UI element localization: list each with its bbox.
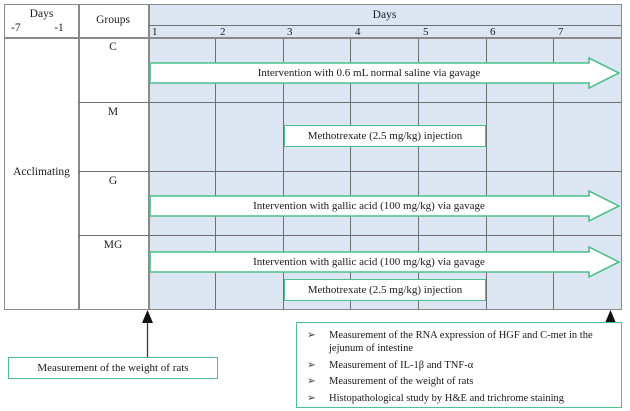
list-item: ➢ Measurement of IL-1β and TNF-α [303, 359, 613, 372]
weight-measurement-box[interactable]: Measurement of the weight of rats [8, 357, 218, 379]
endpoint-item-text: Measurement of IL-1β and TNF-α [329, 359, 474, 371]
endpoint-item-text: Histopathological study by H&E and trich… [329, 392, 565, 404]
days-right-text: Days [372, 8, 397, 21]
day-number-3: 3 [287, 26, 293, 38]
group-label-mg: MG [78, 236, 148, 260]
bar-m-methotrexate-box[interactable]: Methotrexate (2.5 mg/kg) injection [284, 125, 486, 147]
header-days-left-start: -7 [11, 22, 39, 36]
arrow-shape-icon [149, 246, 620, 278]
list-item: ➢ Histopathological study by H&E and tri… [303, 392, 613, 405]
group-m-text: M [107, 106, 119, 118]
bar-g-gallic-arrow[interactable]: Intervention with gallic acid (100 mg/kg… [149, 190, 620, 222]
row-divider-g-mg [78, 235, 621, 236]
endpoint-measurements-box[interactable]: ➢ Measurement of the RNA expression of H… [296, 322, 622, 408]
day-gridline-2 [283, 37, 284, 309]
header-days-right-label: Days [148, 6, 621, 25]
day-end-value: -1 [54, 22, 64, 35]
list-item: ➢ Measurement of the weight of rats [303, 375, 613, 388]
bar-mg-methotrexate-box[interactable]: Methotrexate (2.5 mg/kg) injection [284, 279, 486, 301]
arrow-bullet-icon: ➢ [307, 392, 316, 404]
day-number-2: 2 [220, 26, 226, 38]
day-number-1: 1 [152, 26, 158, 38]
divider-groups-timeline [148, 5, 150, 309]
day-gridline-3 [350, 37, 351, 309]
row-divider-m-g [78, 171, 621, 172]
day-gridline-5 [486, 37, 487, 309]
arrow-bullet-icon: ➢ [307, 330, 316, 341]
arrow-bullet-icon: ➢ [307, 359, 316, 371]
group-mg-text: MG [103, 239, 123, 251]
group-g-text: G [108, 175, 118, 187]
groups-text: Groups [96, 14, 130, 27]
bar-c-saline-arrow[interactable]: Intervention with 0.6 mL normal saline v… [149, 57, 620, 89]
arrow-shape-icon [149, 190, 620, 222]
bar-mg-methotrexate-label: Methotrexate (2.5 mg/kg) injection [307, 284, 463, 296]
header-days-left-label: Days [5, 7, 78, 23]
header-days-underline [148, 25, 621, 26]
day-gridline-1 [215, 37, 216, 309]
bar-mg-gallic-arrow[interactable]: Intervention with gallic acid (100 mg/kg… [149, 246, 620, 278]
arrow-shape-icon [149, 57, 620, 89]
group-label-g: G [78, 172, 148, 196]
bar-m-methotrexate-label: Methotrexate (2.5 mg/kg) injection [307, 130, 463, 142]
header-days-left-end: -1 [45, 22, 73, 36]
day-number-5: 5 [423, 26, 429, 38]
row-divider-c-m [78, 102, 621, 103]
day-number-6: 6 [490, 26, 496, 38]
endpoint-item-text: Measurement of the RNA expression of HGF… [329, 330, 593, 355]
acclimating-cell: Acclimating [5, 37, 78, 309]
divider-days-groups [78, 5, 80, 309]
header-groups-label: Groups [78, 5, 148, 37]
endpoint-item-text: Measurement of the weight of rats [329, 376, 474, 388]
connector-arrow-weight-icon [141, 310, 154, 362]
group-label-m: M [78, 103, 148, 127]
day-gridline-6 [553, 37, 554, 309]
day-number-4: 4 [355, 26, 361, 38]
day-number-7: 7 [558, 26, 564, 38]
weight-measurement-label: Measurement of the weight of rats [37, 362, 189, 374]
day-gridline-4 [418, 37, 419, 309]
timeline-table: Days -7 -1 Groups Days 1 2 3 4 5 6 7 Acc… [4, 4, 622, 310]
acclimating-text: Acclimating [13, 166, 70, 179]
group-c-text: C [109, 41, 117, 53]
day-start-value: -7 [11, 22, 21, 35]
up-arrow-icon [142, 310, 153, 362]
days-left-text: Days [29, 8, 54, 21]
list-item: ➢ Measurement of the RNA expression of H… [303, 329, 613, 356]
group-label-c: C [78, 38, 148, 62]
arrow-bullet-icon: ➢ [307, 376, 316, 388]
header-bottom-line [5, 37, 621, 39]
